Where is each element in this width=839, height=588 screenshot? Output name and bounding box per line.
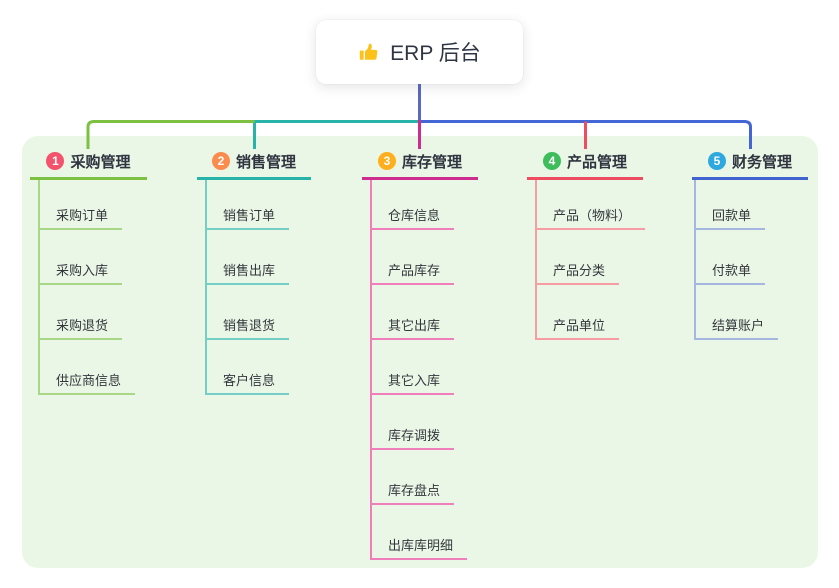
child-node[interactable]: 其它入库 bbox=[372, 340, 455, 395]
branch-finance: 5 财务管理 回款单 付款单 结算账户 bbox=[692, 148, 808, 340]
branch-product-header[interactable]: 4 产品管理 bbox=[527, 148, 643, 180]
branch-purchase: 1 采购管理 采购订单 采购入库 采购退货 供应商信息 bbox=[30, 148, 147, 395]
branch-product-children: 产品（物料） 产品分类 产品单位 bbox=[535, 180, 646, 340]
child-label: 产品单位 bbox=[553, 318, 606, 333]
branch-label: 采购管理 bbox=[70, 153, 131, 171]
child-label: 其它出库 bbox=[388, 318, 441, 333]
branch-label: 销售管理 bbox=[235, 153, 296, 171]
branch-product: 4 产品管理 产品（物料） 产品分类 产品单位 bbox=[527, 148, 646, 340]
root-node[interactable]: ERP 后台 bbox=[316, 20, 523, 84]
branch-number-badge: 2 bbox=[211, 152, 230, 170]
child-node[interactable]: 销售订单 bbox=[207, 180, 290, 230]
child-label: 采购退货 bbox=[56, 318, 109, 333]
branch-finance-children: 回款单 付款单 结算账户 bbox=[694, 180, 779, 340]
child-node[interactable]: 采购入库 bbox=[40, 230, 123, 285]
branch-sales-children: 销售订单 销售出库 销售退货 客户信息 bbox=[205, 180, 290, 395]
branch-sales: 2 销售管理 销售订单 销售出库 销售退货 客户信息 bbox=[197, 148, 311, 395]
branch-purchase-children: 采购订单 采购入库 采购退货 供应商信息 bbox=[38, 180, 136, 395]
child-label: 回款单 bbox=[712, 208, 752, 223]
branch-number-badge: 4 bbox=[542, 152, 561, 170]
child-node[interactable]: 库存盘点 bbox=[372, 450, 455, 505]
thumbs-up-icon bbox=[358, 41, 380, 63]
child-node[interactable]: 产品（物料） bbox=[537, 180, 646, 230]
child-label: 产品库存 bbox=[388, 263, 441, 278]
branch-finance-header[interactable]: 5 财务管理 bbox=[692, 148, 808, 180]
branch-sales-header[interactable]: 2 销售管理 bbox=[197, 148, 311, 180]
child-node[interactable]: 客户信息 bbox=[207, 340, 290, 395]
branch-inventory-header[interactable]: 3 库存管理 bbox=[362, 148, 478, 180]
child-node[interactable]: 产品分类 bbox=[537, 230, 620, 285]
child-label: 采购订单 bbox=[56, 208, 109, 223]
branch-label: 产品管理 bbox=[566, 153, 627, 171]
child-label: 仓库信息 bbox=[388, 208, 441, 223]
child-node[interactable]: 付款单 bbox=[696, 230, 766, 285]
child-label: 库存调拨 bbox=[388, 428, 441, 443]
child-label: 结算账户 bbox=[712, 318, 765, 333]
branch-label: 库存管理 bbox=[401, 153, 462, 171]
child-node[interactable]: 销售退货 bbox=[207, 285, 290, 340]
child-node[interactable]: 采购订单 bbox=[40, 180, 123, 230]
child-label: 销售订单 bbox=[223, 208, 276, 223]
branch-number-badge: 3 bbox=[377, 152, 396, 170]
branch-number-badge: 1 bbox=[46, 152, 65, 170]
child-node[interactable]: 库存调拨 bbox=[372, 395, 455, 450]
child-label: 付款单 bbox=[712, 263, 752, 278]
child-node[interactable]: 出库库明细 bbox=[372, 505, 468, 560]
child-node[interactable]: 仓库信息 bbox=[372, 180, 455, 230]
branch-number-badge: 5 bbox=[707, 152, 726, 170]
child-label: 产品分类 bbox=[553, 263, 606, 278]
child-label: 供应商信息 bbox=[56, 373, 122, 388]
branch-inventory-children: 仓库信息 产品库存 其它出库 其它入库 库存调拨 库存盘点 出库库明细 bbox=[370, 180, 468, 560]
child-node[interactable]: 产品单位 bbox=[537, 285, 620, 340]
child-node[interactable]: 产品库存 bbox=[372, 230, 455, 285]
branches-panel bbox=[22, 136, 818, 568]
child-node[interactable]: 回款单 bbox=[696, 180, 766, 230]
child-node[interactable]: 其它出库 bbox=[372, 285, 455, 340]
child-label: 库存盘点 bbox=[388, 483, 441, 498]
child-label: 客户信息 bbox=[223, 373, 276, 388]
branch-label: 财务管理 bbox=[731, 153, 792, 171]
branch-purchase-header[interactable]: 1 采购管理 bbox=[30, 148, 147, 180]
child-node[interactable]: 销售出库 bbox=[207, 230, 290, 285]
child-label: 其它入库 bbox=[388, 373, 441, 388]
child-label: 采购入库 bbox=[56, 263, 109, 278]
child-node[interactable]: 供应商信息 bbox=[40, 340, 136, 395]
child-label: 产品（物料） bbox=[553, 208, 632, 223]
root-label: ERP 后台 bbox=[390, 42, 481, 65]
child-label: 销售出库 bbox=[223, 263, 276, 278]
child-node[interactable]: 结算账户 bbox=[696, 285, 779, 340]
child-node[interactable]: 采购退货 bbox=[40, 285, 123, 340]
branch-inventory: 3 库存管理 仓库信息 产品库存 其它出库 其它入库 库存调拨 库存盘点 出库库… bbox=[362, 148, 478, 560]
child-label: 销售退货 bbox=[223, 318, 276, 333]
child-label: 出库库明细 bbox=[388, 538, 454, 553]
